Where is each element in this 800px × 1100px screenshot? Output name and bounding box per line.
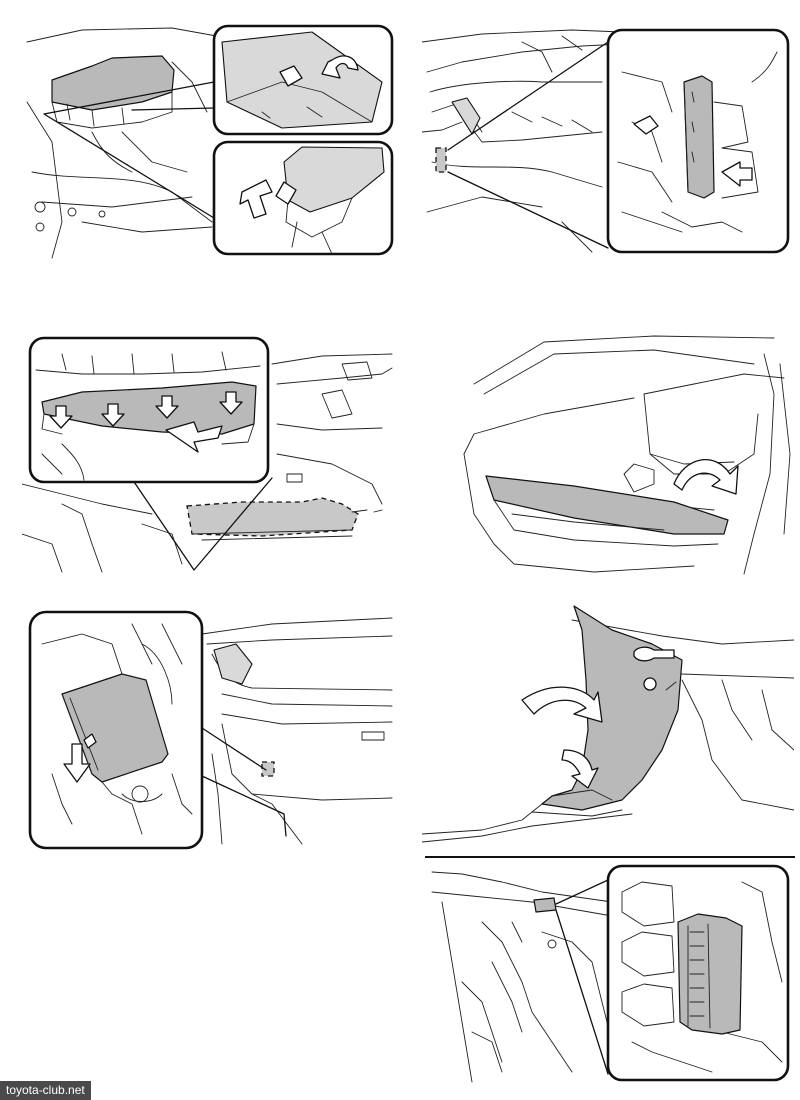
section-divider [425,856,795,858]
panel-glove-box-cover [22,334,400,574]
kick-panel-illustration [422,605,794,843]
junction-box-illustration [422,28,790,254]
panel-relay-block [422,862,794,1086]
panel-kick-panel [422,600,794,852]
panel-relay-cover [22,604,400,854]
fuse-box-clips-illustration [26,24,394,259]
panel-door-sill [454,334,794,584]
site-watermark: toyota-club.net [0,1081,91,1100]
relay-cover-illustration [28,610,393,850]
panel-junction-box [422,22,794,262]
door-sill-illustration [463,335,791,575]
glove-box-cover-illustration [22,336,393,573]
relay-block-illustration [431,864,790,1083]
panel-fuse-box-clips [22,22,400,260]
